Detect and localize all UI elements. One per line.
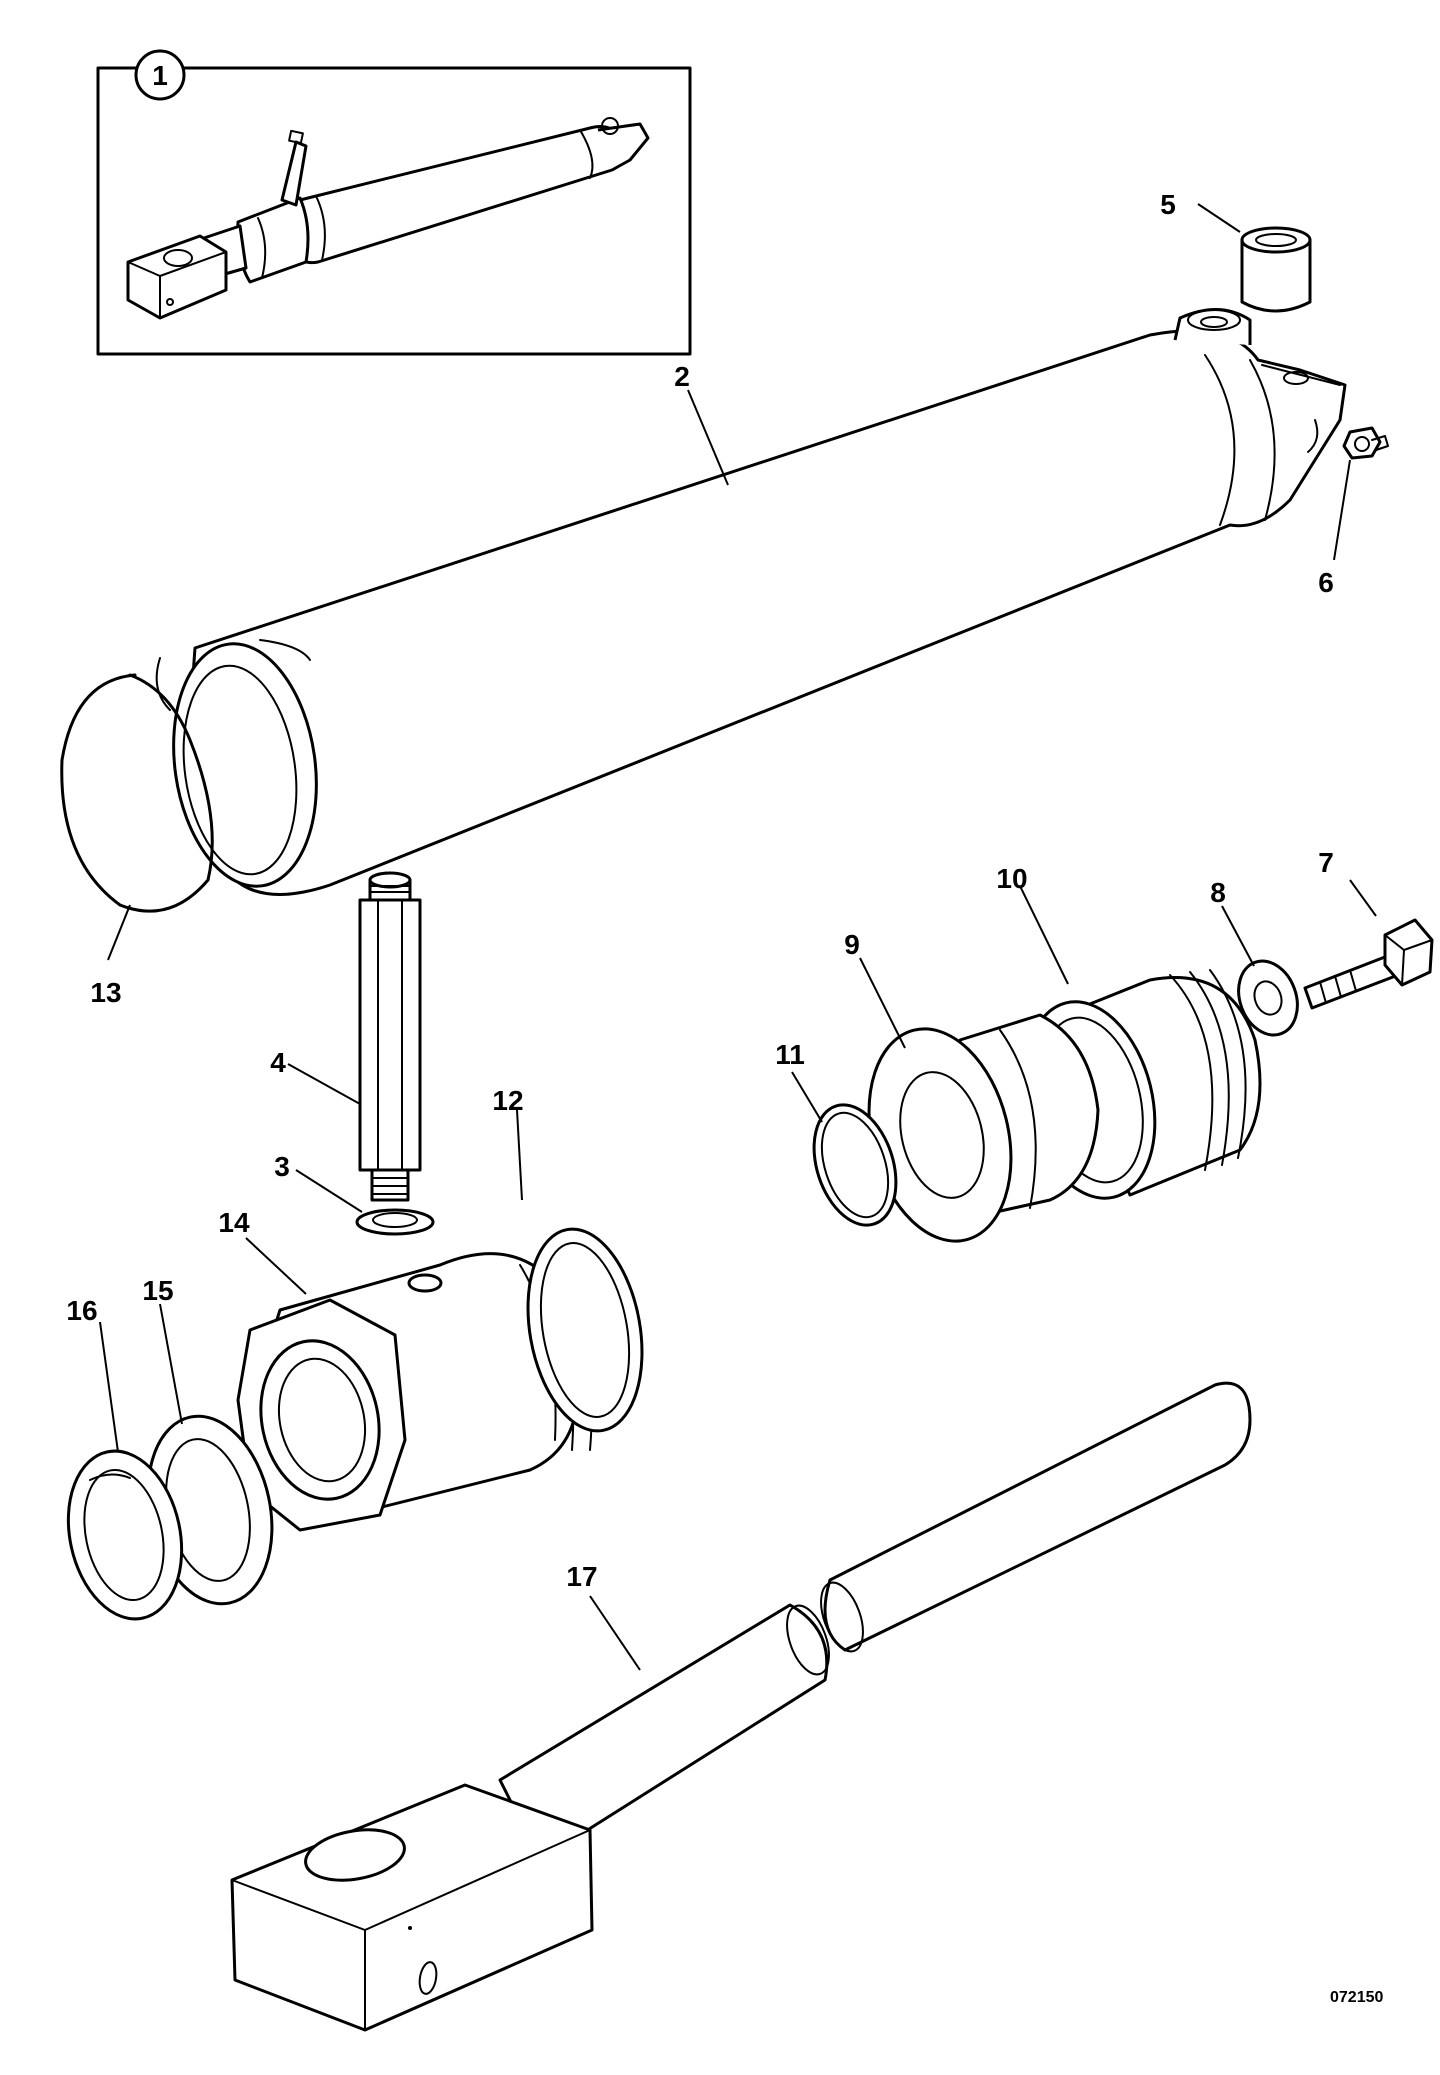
inset-callout-label: 1 (152, 60, 168, 91)
callout-6: 6 (1318, 567, 1334, 598)
callout-15: 15 (142, 1275, 173, 1306)
callout-11: 11 (775, 1039, 805, 1070)
callout-2: 2 (674, 361, 690, 392)
callout-8: 8 (1210, 877, 1226, 908)
o-ring-large (526, 1227, 644, 1433)
callout-7: 7 (1318, 847, 1334, 878)
bush (1240, 226, 1312, 313)
drawing-number: 072150 (1330, 1989, 1383, 2006)
inset-cylinder (126, 117, 650, 320)
callout-4: 4 (270, 1047, 286, 1078)
washer (1237, 959, 1299, 1037)
callout-14: 14 (218, 1207, 250, 1238)
inset-frame (96, 66, 692, 356)
o-ring-small (812, 1103, 898, 1227)
callout-labels: 2 3 4 5 6 7 8 9 10 11 12 13 14 15 16 17 (66, 189, 1333, 1592)
inset-callout-badge: 1 (134, 49, 186, 101)
circlip (60, 657, 214, 913)
callout-13: 13 (90, 977, 121, 1008)
bolt (1303, 918, 1434, 1010)
callout-17: 17 (566, 1561, 597, 1592)
leader-lines (99, 203, 1377, 1671)
callout-10: 10 (996, 863, 1027, 894)
piston-assembly (867, 969, 1262, 1243)
callout-12: 12 (492, 1085, 523, 1116)
callout-9: 9 (844, 929, 860, 960)
inset-assembled-view: 1 (96, 49, 692, 356)
wiper-seal (66, 1449, 184, 1621)
callout-16: 16 (66, 1295, 97, 1326)
hex-stud (358, 871, 422, 1202)
piston-rod (230, 1381, 1252, 2032)
gland-head (236, 1252, 593, 1532)
seal-washer (355, 1208, 435, 1236)
callout-3: 3 (274, 1151, 290, 1182)
callout-5: 5 (1160, 189, 1176, 220)
cylinder-barrel (172, 308, 1347, 896)
grease-nipple (1342, 426, 1389, 460)
